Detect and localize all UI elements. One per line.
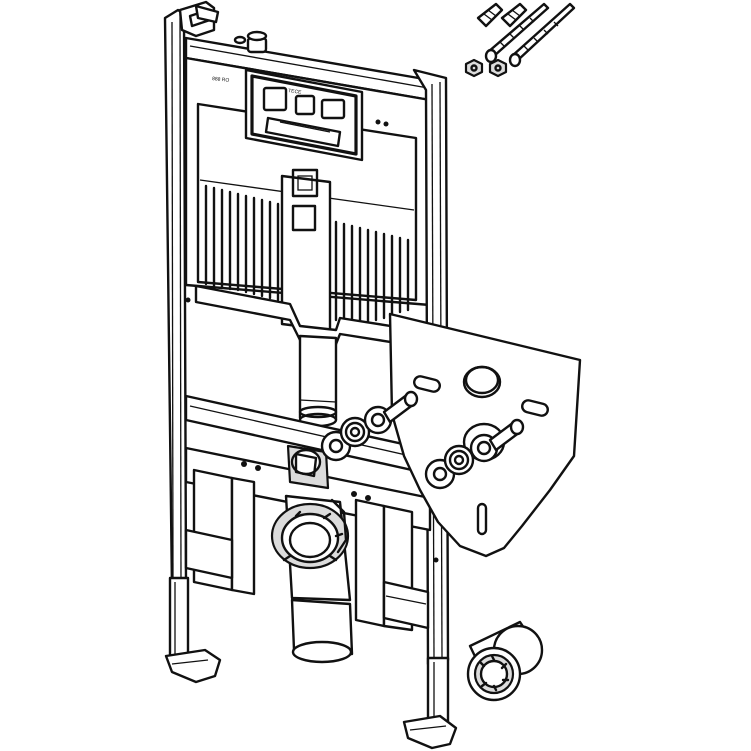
fixing-kit (464, 2, 576, 78)
wc-bolt-set-upper (320, 390, 419, 462)
hex-nut-1 (464, 58, 484, 78)
frame-label-left: 888 RO (212, 76, 230, 84)
cistern-ribs-right (334, 220, 410, 324)
frame-label-center: TECE (288, 88, 303, 96)
lower-brackets (184, 468, 430, 632)
wall-plug-2 (500, 2, 528, 28)
top-crossbar (184, 30, 432, 102)
threaded-rod-1 (484, 2, 550, 64)
flush-pipe (298, 334, 338, 428)
wall-plug-1 (476, 2, 504, 28)
flush-bend (286, 444, 330, 490)
left-upright (163, 8, 222, 684)
waste-connector-sleeve (466, 620, 544, 702)
waste-elbow (270, 494, 354, 664)
cistern-ribs-left (204, 184, 280, 302)
threaded-rod-2 (508, 2, 576, 68)
wc-bolt-set-lower (424, 418, 525, 490)
actuator-plate-mount: 888 RO TECE (212, 68, 389, 162)
top-left-bracket (178, 0, 220, 38)
hex-nut-2 (488, 58, 508, 78)
